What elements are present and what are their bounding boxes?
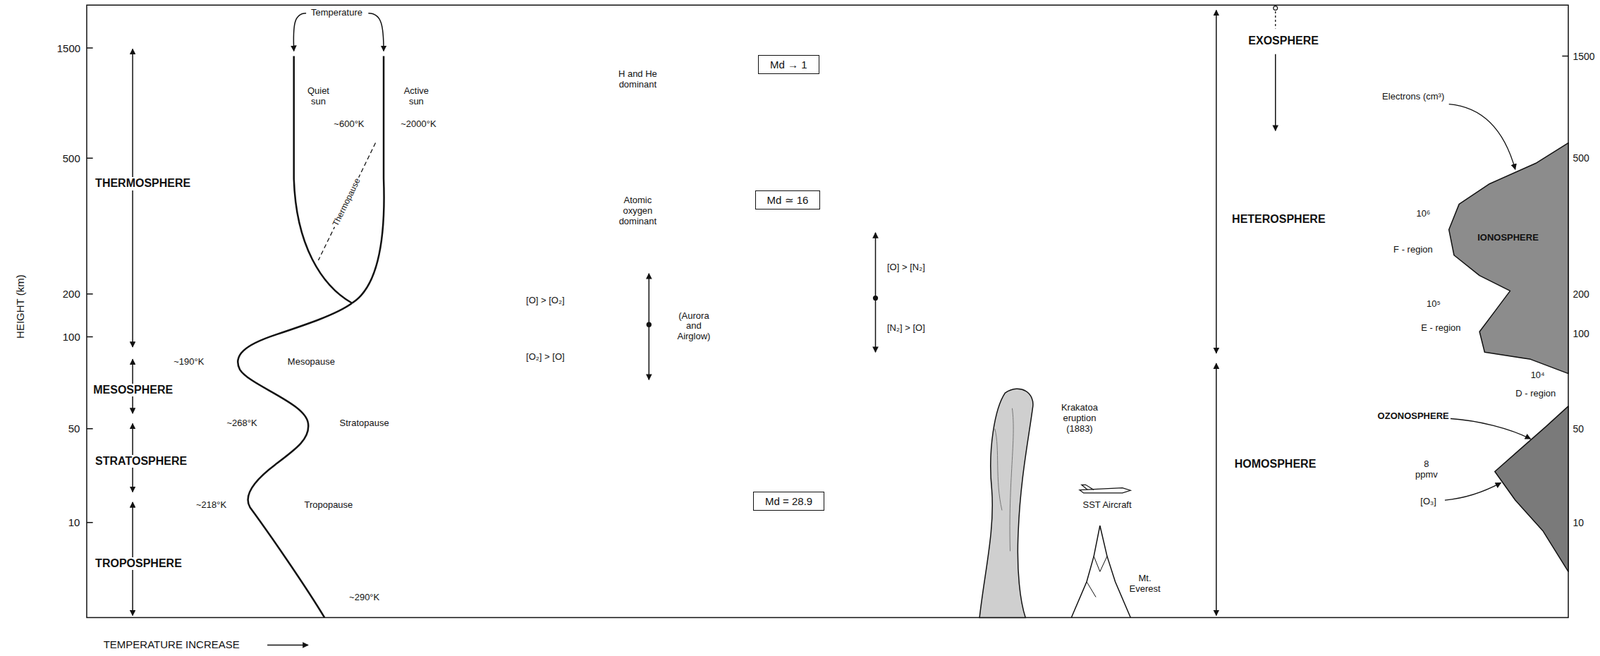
- curve-label: Quiet sun: [301, 86, 335, 108]
- boundary-label: Stratopause: [338, 418, 391, 429]
- temperature-value: ~600°K: [332, 119, 366, 130]
- temperature-value: ~290°K: [347, 592, 381, 603]
- axis-title: TEMPERATURE INCREASE: [102, 638, 242, 651]
- layer-name: HOMOSPHERE: [1233, 457, 1318, 471]
- axis-tick-label: 50: [1571, 423, 1586, 435]
- ratio-box: Md = 28.9: [753, 491, 825, 511]
- illustration-label: Mt. Everest: [1124, 573, 1166, 595]
- bracket-arrow: [368, 13, 384, 52]
- axis-tick-label: 1500: [1571, 50, 1596, 63]
- axis-tick-label: 10: [1571, 516, 1586, 529]
- axis-tick-label: 200: [1571, 288, 1591, 300]
- temperature-value: ~218°K: [194, 499, 228, 511]
- ionosphere-profile: [1449, 143, 1569, 374]
- temperature-value: ~2000°K: [399, 119, 438, 130]
- temperature-curve: [237, 303, 352, 618]
- density-value: 10⁵: [1425, 298, 1443, 310]
- temperature-value: ~190°K: [172, 356, 206, 368]
- curve-title: Temperature: [309, 7, 364, 19]
- composition-note: [O] > [N₂]: [885, 262, 927, 273]
- layer-name: HETEROSPHERE: [1230, 212, 1327, 226]
- leader-line: [1444, 482, 1502, 500]
- composition-note: (Aurora and Airglow): [670, 310, 718, 343]
- concentration-label: 8 ppmv: [1411, 459, 1443, 481]
- quiet-sun-curve: [294, 56, 352, 304]
- bracket-arrow: [293, 13, 307, 52]
- axis-ticks: [86, 47, 94, 523]
- layer-name: THERMOSPHERE: [93, 176, 192, 190]
- ozone-profile: [1494, 406, 1569, 572]
- layer-name: TROPOSPHERE: [93, 557, 184, 570]
- exosphere-arrow: [1274, 54, 1277, 132]
- ratio-text: Md ≃ 16: [767, 193, 809, 206]
- layer-range-arrow: [1215, 363, 1218, 615]
- ratio-text: Md = 28.9: [765, 495, 813, 508]
- axis-tick-label: 500: [1571, 152, 1591, 164]
- callout-label: Electrons (cm³): [1380, 91, 1446, 103]
- axis-tick-label: 10: [66, 516, 82, 529]
- aircraft: [1079, 484, 1131, 493]
- leader-line: [1449, 104, 1516, 170]
- axis-tick-label: 100: [1571, 327, 1591, 340]
- composition-note: [N₂] > [O]: [885, 322, 927, 334]
- layer-range-arrow: [1215, 9, 1218, 353]
- thermopause-line: [318, 143, 376, 261]
- exosphere-marker: [1273, 6, 1278, 11]
- density-value: 10⁶: [1415, 208, 1433, 220]
- frame: [86, 4, 1569, 618]
- boundary-label: Mesopause: [286, 356, 337, 368]
- exosphere-arrow: [1274, 11, 1276, 29]
- illustration-label: SST Aircraft: [1081, 499, 1133, 511]
- mountain-detail: [1086, 556, 1108, 598]
- axis-tick-label: 50: [66, 422, 82, 435]
- plume-texture: [994, 408, 1014, 552]
- boundary-label: Tropopause: [302, 499, 354, 511]
- layer-range-arrow: [131, 48, 134, 347]
- axis-tick-label: 200: [61, 287, 82, 300]
- illustration-label: Krakatoa eruption (1883): [1054, 402, 1105, 435]
- region-label: E - region: [1419, 322, 1462, 334]
- composition-note: Atomic oxygen dominant: [607, 195, 668, 228]
- layer-name: STRATOSPHERE: [93, 454, 189, 468]
- boundary-dot: [872, 295, 878, 301]
- layer-name: EXOSPHERE: [1246, 34, 1321, 48]
- axis-tick-label: 500: [61, 152, 82, 165]
- composition-note: H and He dominant: [604, 69, 671, 91]
- mountain: [1071, 525, 1131, 618]
- axis-tick-label: 100: [61, 330, 82, 343]
- layer-name: MESOSPHERE: [91, 383, 175, 397]
- callout-label: [O₃]: [1418, 496, 1438, 508]
- ratio-box: Md → 1: [758, 55, 820, 75]
- region-name: OZONOSPHERE: [1376, 411, 1451, 422]
- composition-note: [O] > [O₂]: [524, 295, 567, 307]
- leader-line: [1449, 418, 1531, 439]
- axis-title: HEIGHT (km): [14, 272, 27, 340]
- axis-tick-label: 1500: [55, 42, 82, 55]
- region-name: IONOSPHERE: [1475, 232, 1541, 244]
- region-label: D - region: [1513, 388, 1557, 400]
- range-arrow: [875, 232, 877, 352]
- density-value: 10⁴: [1529, 370, 1547, 381]
- curve-label: Active sun: [399, 86, 433, 108]
- axis-arrow: [267, 644, 309, 646]
- temperature-value: ~268°K: [224, 418, 259, 429]
- boundary-dot: [646, 322, 652, 328]
- composition-note: [O₂] > [O]: [524, 351, 567, 363]
- boundary-label: Thermopause: [330, 174, 364, 229]
- region-label: F - region: [1391, 244, 1435, 256]
- ratio-text: Md → 1: [770, 58, 808, 71]
- eruption-plume: [979, 388, 1034, 618]
- ratio-box: Md ≃ 16: [755, 190, 821, 210]
